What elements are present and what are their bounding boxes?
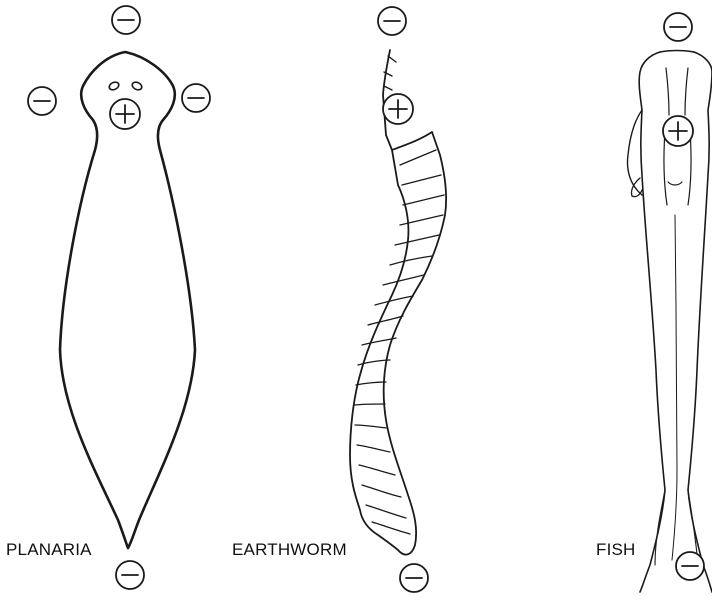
- planaria-label: PLANARIA: [6, 540, 92, 560]
- positive-pole-planaria-head: [110, 99, 140, 129]
- planaria-eyespot-left: [108, 81, 120, 92]
- negative-pole-fish-top: [664, 13, 692, 41]
- negative-pole-planaria-left: [28, 87, 56, 115]
- negative-pole-earthworm-top: [378, 7, 406, 35]
- fish-label: FISH: [596, 540, 636, 560]
- negative-pole-earthworm-tail: [400, 564, 428, 592]
- earthworm-drawing: [350, 50, 446, 555]
- negative-pole-fish-tail: [676, 552, 704, 580]
- earthworm-label: EARTHWORM: [232, 540, 347, 560]
- planaria-eyespot-right: [131, 81, 143, 92]
- negative-pole-planaria-top: [112, 6, 140, 34]
- negative-pole-planaria-tail: [116, 561, 144, 589]
- positive-pole-fish-head: [663, 116, 693, 146]
- positive-pole-earthworm-head: [383, 94, 413, 124]
- negative-pole-planaria-right: [182, 84, 210, 112]
